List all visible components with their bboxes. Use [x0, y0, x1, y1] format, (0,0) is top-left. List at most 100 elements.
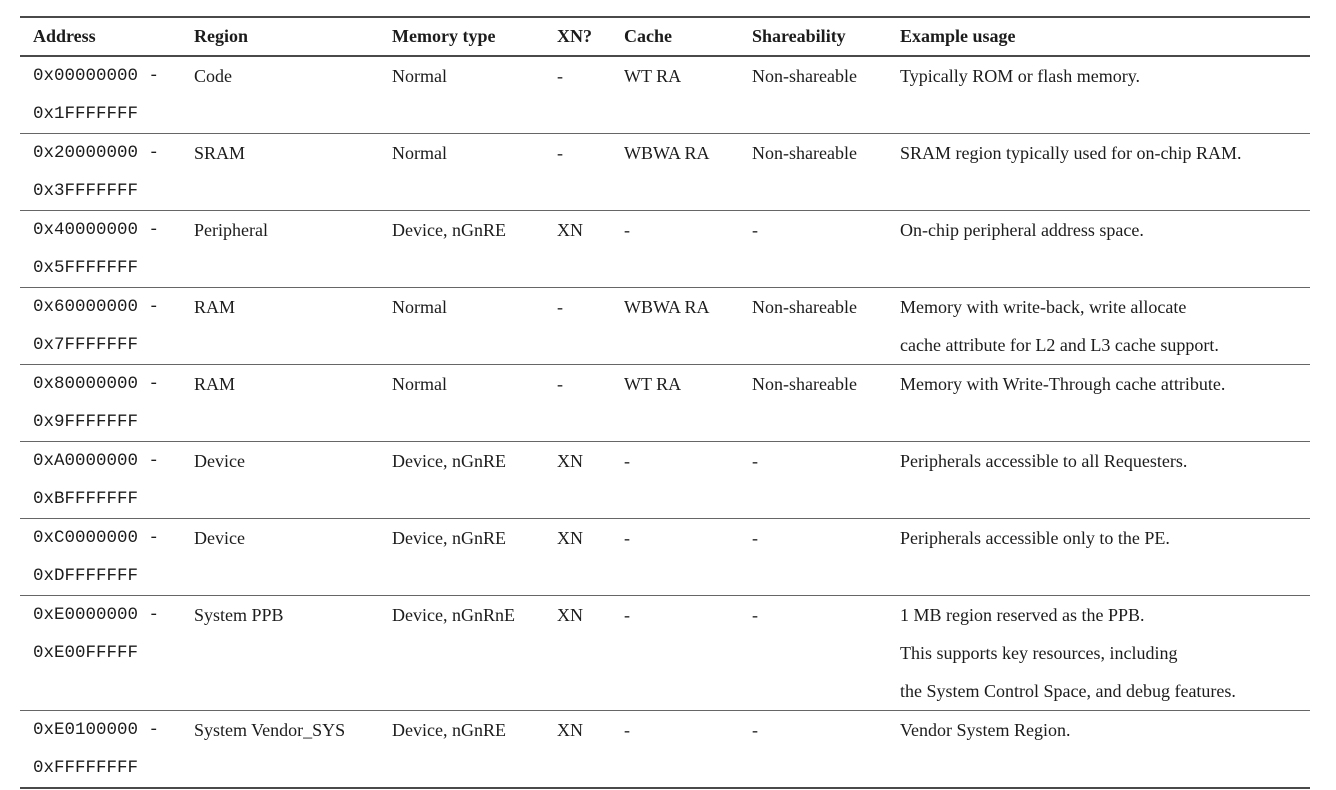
cell-region: Device	[194, 451, 245, 471]
address-range-end: 0xFFFFFFFF	[33, 758, 139, 778]
cell-memory-type: Normal	[392, 143, 447, 163]
cell-memory-type: Device, nGnRE	[392, 220, 506, 240]
column-header-address: Address	[33, 26, 96, 46]
cell-address: 0x40000000 - 0x5FFFFFFF	[20, 211, 194, 288]
address-range-end: 0x3FFFFFFF	[33, 181, 139, 201]
cell-xn: XN	[557, 605, 583, 625]
example-usage-line: Peripherals accessible to all Requesters…	[900, 451, 1188, 471]
table-header-row: Address Region Memory type XN? Cache Shareabi…	[20, 17, 1310, 56]
cell-address: 0xA0000000 - 0xBFFFFFFF	[20, 442, 194, 519]
example-usage-line: Memory with write-back, write allocate	[900, 297, 1187, 317]
memory-map-table: Address Region Memory type XN? Cache Shareabi…	[20, 16, 1310, 789]
address-range-start: 0x00000000 -	[33, 66, 160, 86]
column-header-example: Example usage	[900, 26, 1016, 46]
example-usage-line: the System Control Space, and debug feat…	[900, 681, 1236, 701]
cell-shareability: -	[752, 605, 758, 625]
address-range-end: 0x9FFFFFFF	[33, 412, 139, 432]
address-range-end: 0x5FFFFFFF	[33, 258, 139, 278]
cell-region: System PPB	[194, 605, 284, 625]
column-header-region: Region	[194, 26, 248, 46]
cell-shareability: Non-shareable	[752, 297, 857, 317]
column-header-shareability: Shareability	[752, 26, 846, 46]
cell-shareability: -	[752, 451, 758, 471]
address-range-start: 0xA0000000 -	[33, 451, 160, 471]
example-usage-line: Memory with Write-Through cache attribut…	[900, 374, 1226, 394]
address-range-start: 0x40000000 -	[33, 220, 160, 240]
cell-example-usage: SRAM region typically used for on-chip R…	[900, 134, 1310, 211]
cell-example-usage: Typically ROM or flash memory.	[900, 56, 1310, 134]
table-row: 0xA0000000 - 0xBFFFFFFF Device Device, nGnR…	[20, 442, 1310, 519]
table-row: 0xE0100000 - 0xFFFFFFFF System Vendor_SYS D…	[20, 711, 1310, 789]
address-range-end: 0x7FFFFFFF	[33, 335, 139, 355]
cell-region: Device	[194, 528, 245, 548]
example-usage-line: Typically ROM or flash memory.	[900, 66, 1141, 86]
address-range-end: 0xDFFFFFFF	[33, 566, 139, 586]
cell-memory-type: Normal	[392, 297, 447, 317]
cell-example-usage: Peripherals accessible to all Requesters…	[900, 442, 1310, 519]
cell-example-usage: On-chip peripheral address space.	[900, 211, 1310, 288]
address-range-start: 0x60000000 -	[33, 297, 160, 317]
cell-address: 0xE0000000 - 0xE00FFFFF	[20, 596, 194, 711]
cell-cache: -	[624, 720, 630, 740]
cell-address: 0x80000000 - 0x9FFFFFFF	[20, 365, 194, 442]
cell-example-usage: Memory with Write-Through cache attribut…	[900, 365, 1310, 442]
cell-memory-type: Device, nGnRnE	[392, 605, 515, 625]
cell-shareability: Non-shareable	[752, 143, 857, 163]
cell-memory-type: Device, nGnRE	[392, 720, 506, 740]
cell-address: 0xE0100000 - 0xFFFFFFFF	[20, 711, 194, 789]
cell-address: 0x60000000 - 0x7FFFFFFF	[20, 288, 194, 365]
address-range-end: 0x1FFFFFFF	[33, 104, 139, 124]
cell-cache: WBWA RA	[624, 297, 710, 317]
address-range-end: 0xBFFFFFFF	[33, 489, 139, 509]
cell-shareability: Non-shareable	[752, 66, 857, 86]
cell-shareability: -	[752, 220, 758, 240]
cell-cache: -	[624, 528, 630, 548]
column-header-cache: Cache	[624, 26, 672, 46]
example-usage-line: Peripherals accessible only to the PE.	[900, 528, 1170, 548]
cell-address: 0x00000000 - 0x1FFFFFFF	[20, 56, 194, 134]
cell-memory-type: Normal	[392, 374, 447, 394]
cell-xn: -	[557, 374, 563, 394]
cell-memory-type: Device, nGnRE	[392, 451, 506, 471]
address-range-start: 0xE0000000 -	[33, 605, 160, 625]
address-range-start: 0x80000000 -	[33, 374, 160, 394]
column-header-xn: XN?	[557, 26, 592, 46]
cell-region: RAM	[194, 374, 236, 394]
example-usage-line: 1 MB region reserved as the PPB.	[900, 605, 1145, 625]
column-header-memory-type: Memory type	[392, 26, 496, 46]
cell-cache: -	[624, 605, 630, 625]
cell-cache: -	[624, 451, 630, 471]
cell-region: SRAM	[194, 143, 246, 163]
cell-memory-type: Normal	[392, 66, 447, 86]
cell-cache: WBWA RA	[624, 143, 710, 163]
cell-xn: -	[557, 66, 563, 86]
cell-xn: XN	[557, 720, 583, 740]
address-range-end: 0xE00FFFFF	[33, 643, 139, 663]
table-row: 0x80000000 - 0x9FFFFFFF RAM Normal - WT RA Non…	[20, 365, 1310, 442]
example-usage-line: Vendor System Region.	[900, 720, 1071, 740]
cell-region: System Vendor_SYS	[194, 720, 346, 740]
cell-shareability: Non-shareable	[752, 374, 857, 394]
cell-cache: WT RA	[624, 66, 682, 86]
cell-example-usage: 1 MB region reserved as the PPB.This sup…	[900, 596, 1310, 711]
cell-cache: WT RA	[624, 374, 682, 394]
cell-xn: XN	[557, 451, 583, 471]
cell-address: 0xC0000000 - 0xDFFFFFFF	[20, 519, 194, 596]
cell-xn: XN	[557, 220, 583, 240]
cell-xn: XN	[557, 528, 583, 548]
example-usage-line: cache attribute for L2 and L3 cache supp…	[900, 335, 1219, 355]
address-range-start: 0xC0000000 -	[33, 528, 160, 548]
address-range-start: 0xE0100000 -	[33, 720, 160, 740]
cell-example-usage: Peripherals accessible only to the PE.	[900, 519, 1310, 596]
example-usage-line: On-chip peripheral address space.	[900, 220, 1144, 240]
cell-shareability: -	[752, 720, 758, 740]
cell-cache: -	[624, 220, 630, 240]
cell-address: 0x20000000 -0x3FFFFFFF	[20, 134, 194, 211]
cell-region: Code	[194, 66, 232, 86]
example-usage-line: SRAM region typically used for on-chip R…	[900, 143, 1242, 163]
cell-xn: -	[557, 297, 563, 317]
